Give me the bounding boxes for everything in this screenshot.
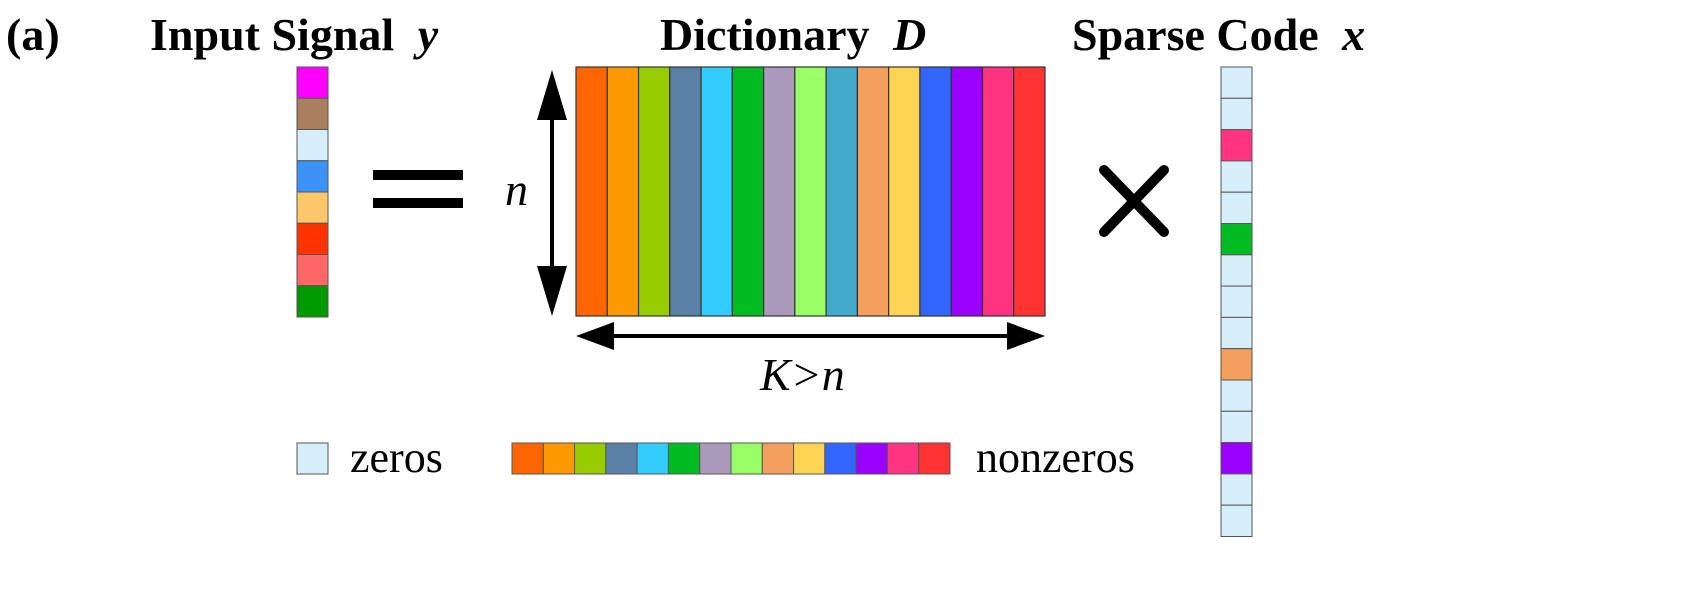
sparse-code-cell (1220, 410, 1253, 444)
cols-label: K>n (759, 349, 845, 400)
input-signal-var: y (413, 9, 439, 60)
input-signal-title: Input Signal y (150, 9, 439, 60)
legend-zeros-label: zeros (350, 433, 443, 482)
dictionary-atom-column (981, 66, 1015, 317)
legend-nonzero-swatch (761, 442, 795, 475)
dictionary-atom-column (637, 66, 671, 317)
dictionary-title: Dictionary D (660, 9, 926, 60)
dictionary-atom-column (950, 66, 984, 317)
sparse-code-cell (1220, 129, 1253, 162)
dictionary-atom-column (669, 66, 702, 317)
dictionary-atom-column (762, 66, 796, 317)
dictionary-atom-column (1013, 66, 1046, 317)
legend-nonzero-swatch (855, 442, 888, 475)
sparse-code-title: Sparse Code x (1072, 9, 1365, 60)
input-signal-cell (296, 222, 329, 255)
sparse-code-vector (1220, 66, 1253, 538)
input-signal-cell (296, 97, 329, 130)
input-signal-title-text: Input Signal (150, 9, 394, 60)
cols-arrow-right-head (1007, 322, 1045, 350)
sparse-code-cell (1220, 97, 1253, 131)
legend-nonzero-swatch (918, 442, 951, 475)
dictionary-matrix (575, 66, 1046, 317)
sparse-code-title-text: Sparse Code (1072, 9, 1319, 60)
sparse-code-cell (1220, 379, 1253, 412)
dictionary-atom-column (794, 66, 827, 317)
input-signal-cell (296, 160, 329, 193)
sparse-code-cell (1220, 191, 1253, 224)
legend-nonzero-swatch (511, 442, 544, 475)
sparse-code-cell (1220, 473, 1253, 506)
legend-zero-swatch (296, 442, 329, 475)
sparse-code-cell (1220, 285, 1253, 318)
legend-nonzero-swatch (730, 442, 763, 475)
sparse-code-cell (1220, 316, 1253, 350)
dictionary-atom-column (700, 66, 733, 317)
legend-nonzero-swatch (699, 442, 732, 475)
dictionary-atom-column (825, 66, 859, 317)
sparse-code-cell (1220, 254, 1253, 287)
dictionary-atom-column (856, 66, 890, 317)
sparse-code-var: x (1341, 9, 1365, 60)
sparse-code-cell (1220, 442, 1253, 475)
dictionary-var: D (892, 9, 926, 60)
times-sign (1099, 165, 1169, 237)
input-signal-cell (296, 129, 329, 162)
rows-arrow-top-head (537, 70, 567, 120)
equals-sign (373, 170, 463, 208)
panel-label: (a) (6, 9, 60, 60)
legend-nonzero-swatch (636, 442, 669, 475)
cols-arrow-left-head (576, 322, 614, 350)
input-signal-cell (296, 191, 329, 224)
dictionary-atom-column (575, 66, 608, 317)
dictionary-atom-column (731, 66, 765, 317)
rows-arrow-bottom-head (537, 266, 567, 316)
dictionary-title-text: Dictionary (660, 9, 870, 60)
rows-label: n (505, 164, 528, 215)
sparse-code-cell (1220, 504, 1253, 538)
legend-nonzero-swatch (542, 442, 576, 475)
dictionary-atom-column (888, 66, 921, 317)
input-signal-cell (296, 285, 329, 318)
legend-nonzero-swatch (605, 442, 638, 475)
legend-nonzeros-label: nonzeros (976, 433, 1135, 482)
sparse-code-cell (1220, 223, 1253, 256)
legend-nonzero-swatch (886, 442, 920, 475)
sparse-code-cell (1220, 348, 1253, 381)
legend-nonzero-swatch (824, 442, 857, 475)
input-signal-cell (296, 66, 329, 99)
dictionary-atom-column (606, 66, 640, 317)
sparse-code-cell (1220, 160, 1253, 193)
input-signal-vector (296, 66, 329, 318)
legend-nonzero-swatch (574, 442, 607, 475)
legend-nonzero-swatch (793, 442, 826, 475)
dictionary-atom-column (919, 66, 952, 317)
legend-nonzeros-swatches (511, 442, 951, 475)
legend-nonzero-swatch (667, 442, 701, 475)
input-signal-cell (296, 254, 329, 287)
sparse-code-cell (1220, 66, 1253, 99)
